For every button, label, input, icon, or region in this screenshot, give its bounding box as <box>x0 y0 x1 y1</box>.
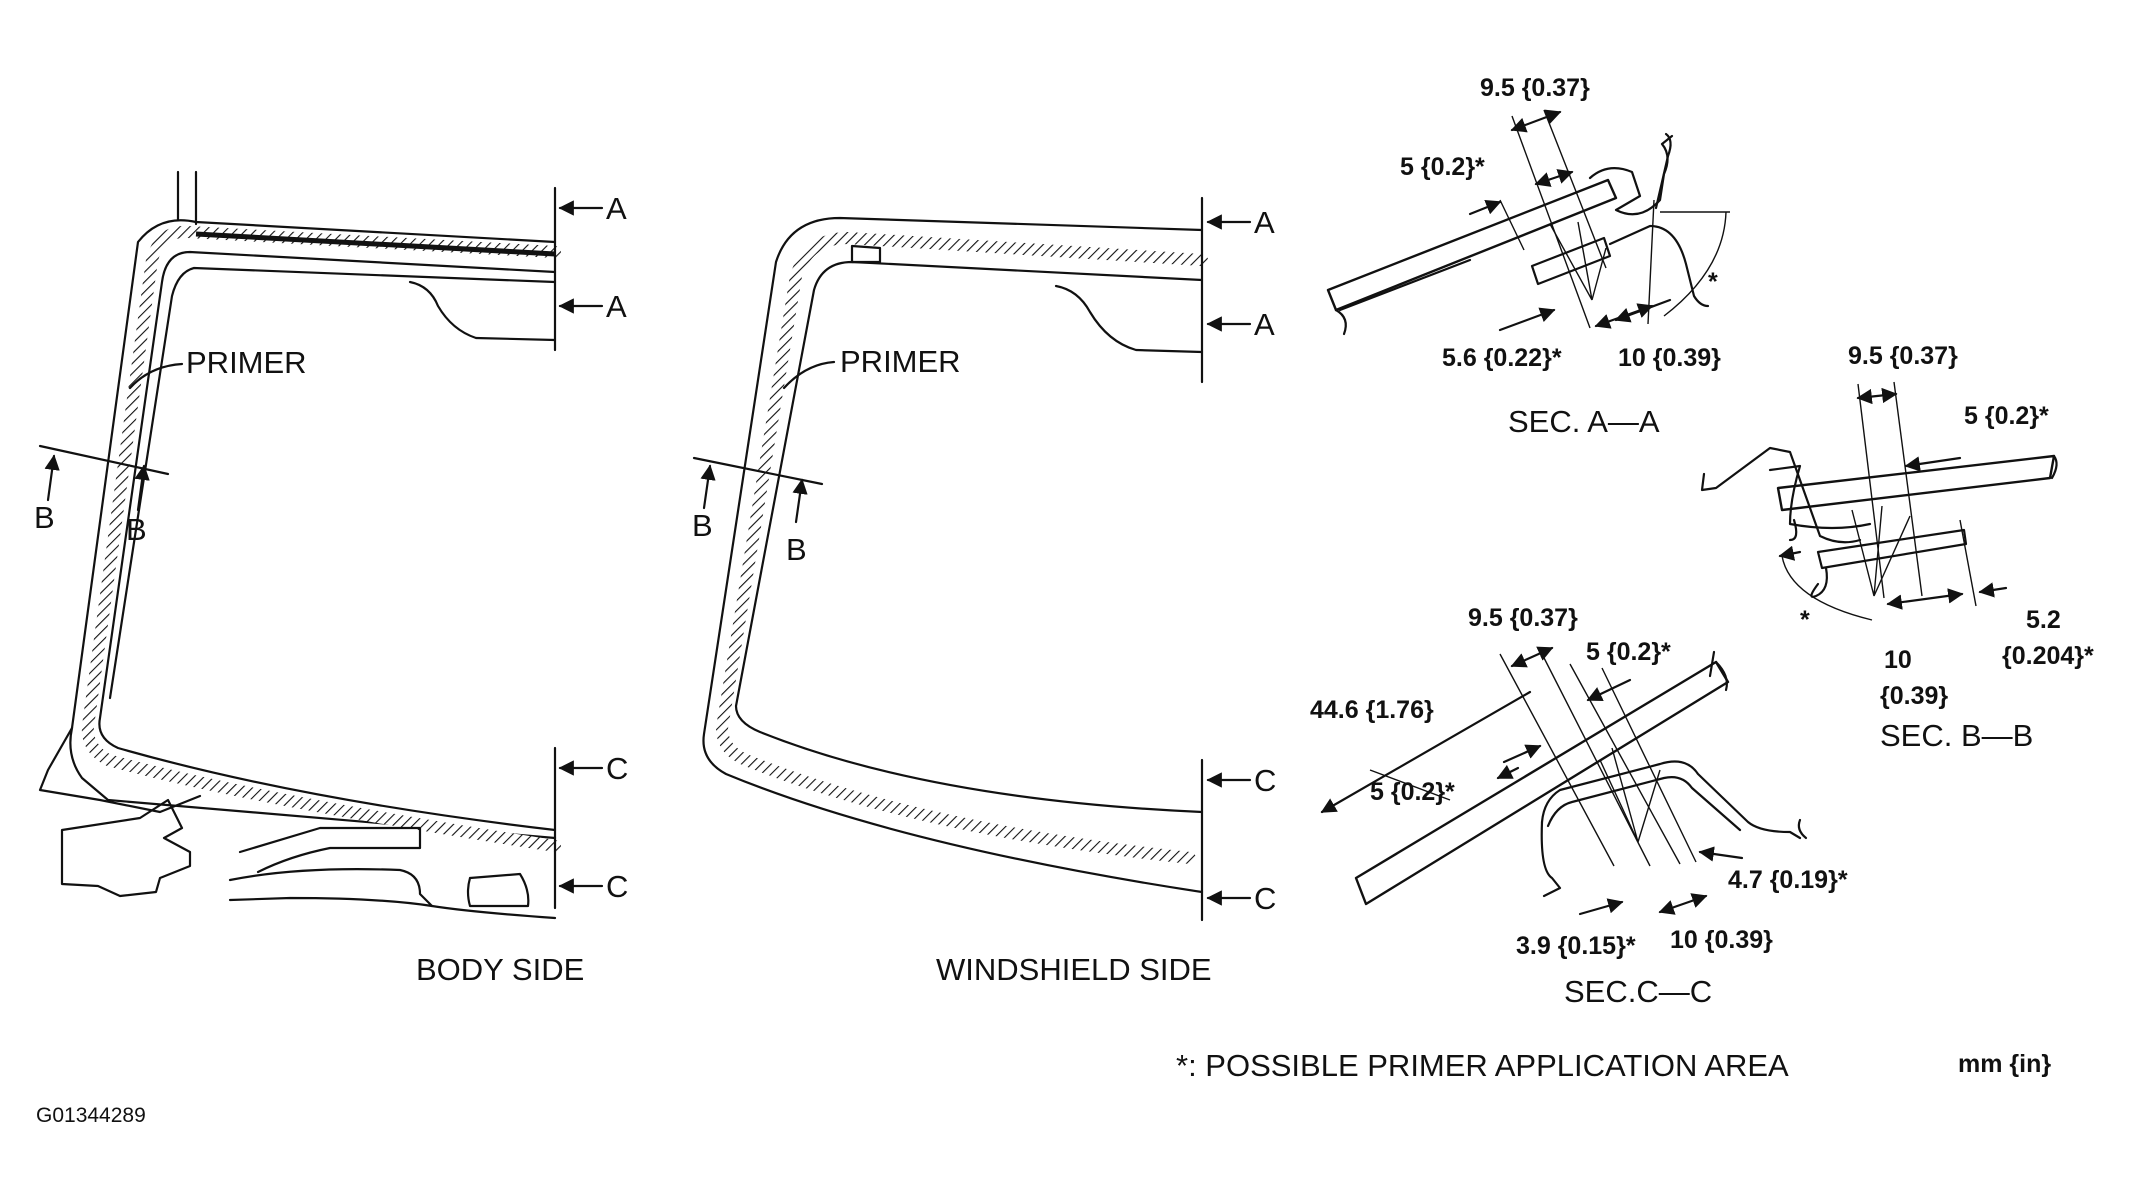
sec-b-dim-3: 5.2 <box>2026 606 2061 634</box>
windshield-primer-band <box>716 232 1208 864</box>
sec-a-dim-3: 5.6 {0.22}* <box>1442 344 1562 372</box>
sec-c-dim-6: 3.9 {0.15}* <box>1516 932 1636 960</box>
windshield-primer-label: PRIMER <box>840 344 961 379</box>
body-primer-band <box>81 225 561 852</box>
body-mark-a1: A <box>606 191 627 226</box>
body-mark-c2: C <box>606 869 628 904</box>
sec-a-angle-mark: * <box>1708 268 1718 296</box>
body-side-view: PRIMER A A B B C C BODY SIDE <box>34 170 628 987</box>
sec-b-dim-4: {0.204}* <box>2002 642 2094 670</box>
sec-c-dim-5: 4.7 {0.19}* <box>1728 866 1848 894</box>
section-b-view: 9.5 {0.37} 5 {0.2}* 5.2 {0.204}* 10 {0.3… <box>1700 342 2094 753</box>
sec-a-dim-1: 9.5 {0.37} <box>1480 74 1590 102</box>
windshield-mark-c1: C <box>1254 763 1276 798</box>
sec-b-angle-mark: * <box>1800 606 1810 634</box>
body-mark-b1: B <box>34 500 55 535</box>
sec-c-dim-4: 5 {0.2}* <box>1370 778 1455 806</box>
body-primer-label: PRIMER <box>186 345 307 380</box>
figure-code: G01344289 <box>36 1104 146 1127</box>
windshield-mark-b1: B <box>692 508 713 543</box>
body-mark-a2: A <box>606 289 627 324</box>
units-label: mm {in} <box>1958 1050 2051 1078</box>
body-mark-c1: C <box>606 751 628 786</box>
sec-b-dim-6: {0.39} <box>1880 682 1948 710</box>
sec-c-title: SEC.C—C <box>1564 974 1712 1009</box>
footnote: *: POSSIBLE PRIMER APPLICATION AREA <box>1176 1048 1789 1083</box>
sec-b-title: SEC. B—B <box>1880 718 2033 753</box>
sec-a-dim-2: 5 {0.2}* <box>1400 153 1485 181</box>
sec-c-dim-1: 9.5 {0.37} <box>1468 604 1578 632</box>
sec-c-dim-3: 44.6 {1.76} <box>1310 696 1434 724</box>
windshield-side-title: WINDSHIELD SIDE <box>936 952 1212 987</box>
section-a-view: 9.5 {0.37} 5 {0.2}* 5.6 {0.22}* 10 {0.39… <box>1326 74 1730 439</box>
sec-a-dim-4: 10 {0.39} <box>1618 344 1721 372</box>
windshield-mark-a2: A <box>1254 307 1275 342</box>
sec-b-dim-1: 9.5 {0.37} <box>1848 342 1958 370</box>
windshield-mark-a1: A <box>1254 205 1275 240</box>
sec-c-dim-2: 5 {0.2}* <box>1586 638 1671 666</box>
sec-b-dim-2: 5 {0.2}* <box>1964 402 2049 430</box>
body-mark-b2: B <box>126 512 147 547</box>
body-side-title: BODY SIDE <box>416 952 584 987</box>
windshield-side-view: PRIMER A A B B C C WINDSHIELD SIDE <box>692 196 1276 987</box>
windshield-mark-b2: B <box>786 532 807 567</box>
sec-a-title: SEC. A—A <box>1508 404 1660 439</box>
sec-c-dim-7: 10 {0.39} <box>1670 926 1773 954</box>
windshield-mark-c2: C <box>1254 881 1276 916</box>
section-c-view: 9.5 {0.37} 5 {0.2}* 44.6 {1.76} 5 {0.2}*… <box>1310 604 1848 1009</box>
sec-b-dim-5: 10 <box>1884 646 1912 674</box>
